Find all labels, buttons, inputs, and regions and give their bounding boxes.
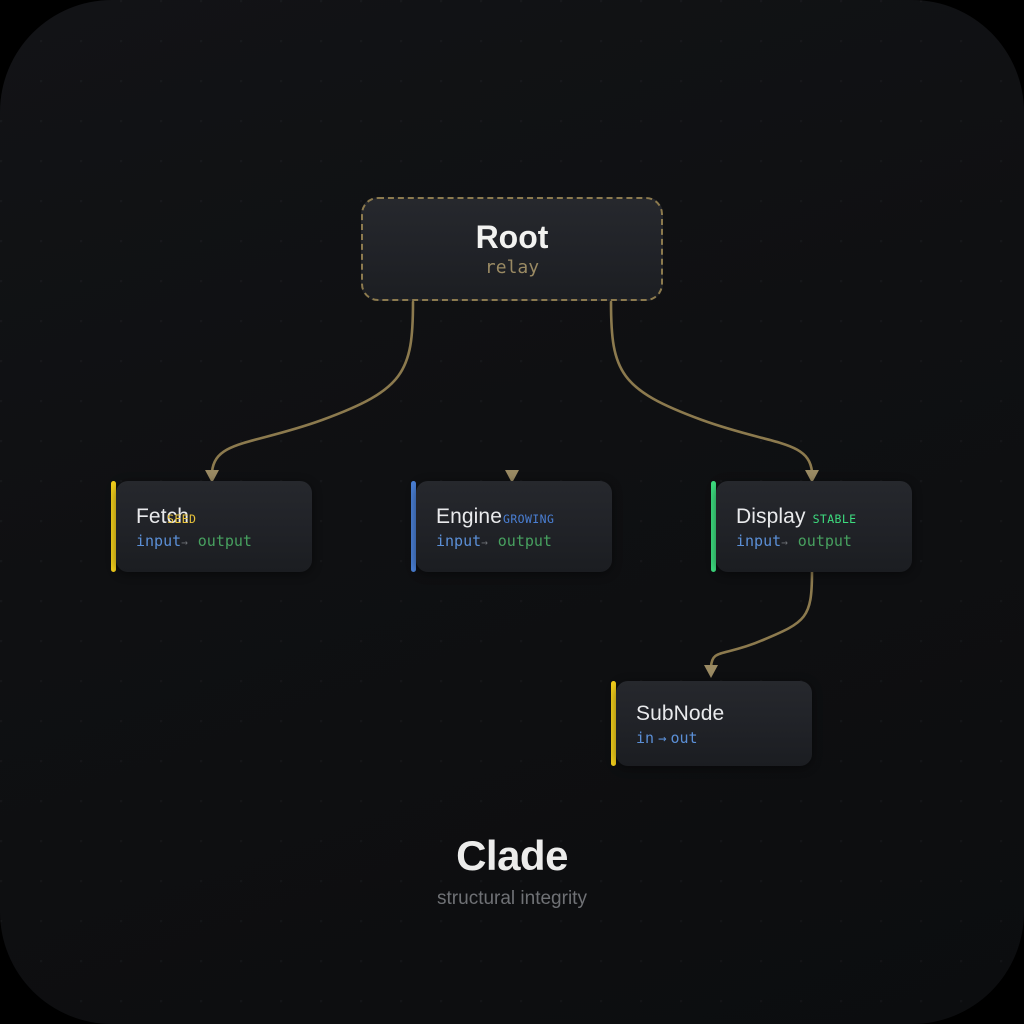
node-root-title: Root — [475, 219, 549, 256]
node-fetch-port-arrow-icon: → — [181, 536, 188, 549]
node-subnode-ports: in→out — [636, 729, 792, 747]
node-subnode-accent — [611, 681, 616, 766]
node-display[interactable]: Display STABLE input→ output — [711, 481, 912, 572]
node-fetch-port-in[interactable]: input — [136, 532, 182, 550]
node-display-badge: STABLE — [812, 512, 857, 526]
node-display-header: Display STABLE — [736, 506, 892, 527]
node-display-accent — [711, 481, 716, 572]
node-subnode[interactable]: SubNode in→out — [611, 681, 812, 766]
node-engine-body[interactable]: Engine GROWING input→ output — [416, 481, 612, 572]
node-display-ports: input→ output — [736, 534, 892, 549]
node-fetch-port-out[interactable]: output — [197, 532, 252, 550]
app-subtitle: structural integrity — [437, 888, 587, 910]
node-display-port-in[interactable]: input — [736, 532, 782, 550]
node-fetch-title: Fetch — [136, 505, 190, 528]
node-fetch-accent — [111, 481, 116, 572]
node-root[interactable]: Root relay — [361, 197, 663, 301]
node-engine-title: Engine — [436, 505, 502, 528]
node-subnode-port-in[interactable]: in — [636, 729, 655, 747]
node-engine-header: Engine GROWING — [436, 506, 592, 527]
node-subnode-body[interactable]: SubNode in→out — [616, 681, 812, 766]
node-fetch[interactable]: Fetch SEED input→ output — [111, 481, 312, 572]
node-display-title: Display — [736, 505, 806, 528]
edge-display-subnode — [709, 570, 814, 669]
node-subnode-port-out[interactable]: out — [670, 729, 698, 747]
node-engine-ports: input→ output — [436, 534, 592, 549]
node-engine[interactable]: Engine GROWING input→ output — [411, 481, 612, 572]
app-title: Clade — [456, 832, 568, 879]
node-display-body[interactable]: Display STABLE input→ output — [716, 481, 912, 572]
node-engine-port-out[interactable]: output — [497, 532, 552, 550]
node-engine-badge: GROWING — [503, 512, 555, 526]
node-root-subtitle: relay — [484, 256, 540, 278]
node-fetch-ports: input→ output — [136, 534, 292, 549]
node-fetch-body[interactable]: Fetch SEED input→ output — [116, 481, 312, 572]
node-fetch-badge: SEED — [167, 512, 197, 526]
node-subnode-port-arrow-icon: → — [658, 731, 667, 747]
edge-root-fetch — [210, 300, 415, 474]
node-engine-accent — [411, 481, 416, 572]
node-fetch-header: Fetch SEED — [136, 506, 292, 527]
footer: Clade structural integrity — [0, 832, 1024, 908]
edge-arrow-subnode — [704, 665, 718, 678]
node-display-port-out[interactable]: output — [797, 532, 852, 550]
node-engine-port-in[interactable]: input — [436, 532, 482, 550]
node-display-port-arrow-icon: → — [781, 536, 788, 549]
node-engine-port-arrow-icon: → — [481, 536, 488, 549]
node-subnode-title: SubNode — [636, 702, 725, 725]
edge-root-display — [609, 300, 814, 474]
node-subnode-header: SubNode — [636, 703, 792, 724]
